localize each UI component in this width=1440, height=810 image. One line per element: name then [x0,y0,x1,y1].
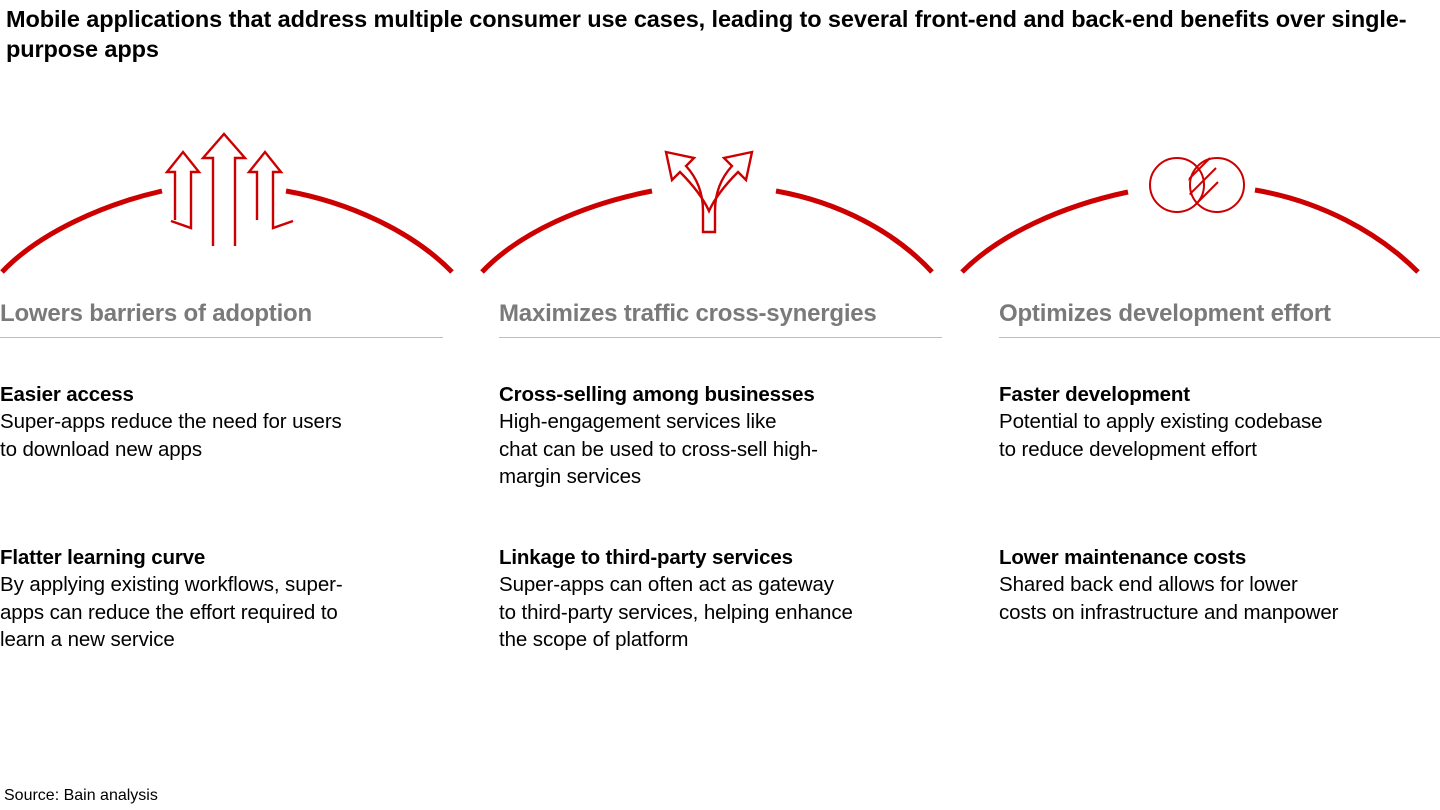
benefit-title: Easier access [0,383,134,406]
benefit-body: High-engagement services like chat can b… [499,410,818,488]
benefit-block: Faster development Potential to apply ex… [999,381,1440,463]
column-heading: Optimizes development effort [999,300,1331,327]
forking-arrow-icon [664,150,754,234]
benefit-body: Super-apps reduce the need for users to … [0,410,342,461]
column-lowers-barriers: Lowers barriers of adoption Easier acces… [0,300,443,651]
benefit-body: Potential to apply existing codebase to … [999,410,1323,461]
icon-cell-maximizes-traffic [480,112,960,287]
arc-left-segment-icon [0,188,163,274]
three-up-arrows-icon [164,132,294,246]
column-rule [999,337,1440,338]
column-optimizes-development: Optimizes development effort Faster deve… [999,300,1440,624]
column-heading: Maximizes traffic cross-synergies [499,300,877,327]
benefit-body: By applying existing workflows, super- a… [0,573,343,651]
benefit-title: Lower maintenance costs [999,546,1247,569]
arc-right-segment-icon [1254,187,1420,274]
column-rule [499,337,942,338]
column-rule [0,337,443,338]
column-heading: Lowers barriers of adoption [0,300,312,327]
benefit-block: Easier access Super-apps reduce the need… [0,381,443,463]
venn-overlap-icon [1149,157,1245,213]
arc-left-segment-icon [960,189,1129,274]
benefit-title: Faster development [999,383,1190,406]
page-title: Mobile applications that address multipl… [6,6,1407,62]
icon-cell-optimizes-development [960,112,1440,287]
benefit-block: Lower maintenance costs Shared back end … [999,544,1440,626]
arc-right-segment-icon [285,188,454,274]
venn-circle-right [1189,157,1245,213]
benefit-title: Cross-selling among businesses [499,383,815,406]
benefit-block: Cross-selling among businesses High-enga… [499,381,942,491]
benefit-block: Flatter learning curve By applying exist… [0,544,443,654]
column-maximizes-traffic: Maximizes traffic cross-synergies Cross-… [499,300,942,651]
benefit-title: Linkage to third-party services [499,546,793,569]
icon-band [0,112,1440,287]
icon-cell-lowers-barriers [0,112,480,287]
venn-intersection-hatching [1188,157,1219,213]
source-note: Source: Bain analysis [4,787,158,804]
benefit-body: Super-apps can often act as gateway to t… [499,573,853,651]
benefit-title: Flatter learning curve [0,546,206,569]
arc-right-segment-icon [775,188,934,274]
arc-left-segment-icon [480,188,653,274]
benefit-body: Shared back end allows for lower costs o… [999,573,1339,624]
venn-circle-left [1149,157,1205,213]
benefit-block: Linkage to third-party services Super-ap… [499,544,942,654]
